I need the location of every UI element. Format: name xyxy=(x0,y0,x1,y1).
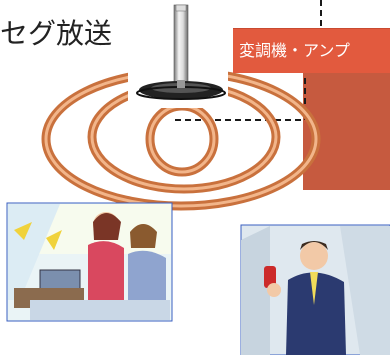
antenna-icon xyxy=(136,4,226,100)
broadcast-label: セグ放送 xyxy=(0,17,113,50)
modulator-amp-label: 変調機・アンプ xyxy=(239,41,350,60)
office-people-illustration xyxy=(6,202,173,322)
modulator-amp-box: 変調機・アンプ xyxy=(233,28,390,73)
businessman-phone-illustration xyxy=(240,224,390,355)
